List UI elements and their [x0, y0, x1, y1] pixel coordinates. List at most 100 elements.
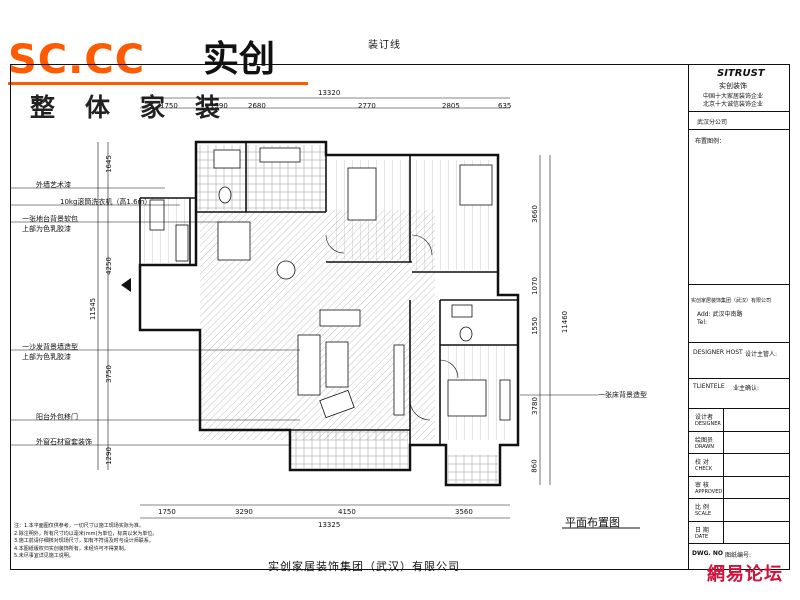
bed-2 [347, 167, 377, 221]
lounge-chair [319, 389, 355, 419]
toilet-2 [459, 326, 473, 342]
coffee-table [325, 341, 349, 388]
dim-right-4: 3780 [530, 397, 539, 415]
title-block-row-divider [723, 431, 724, 453]
furniture [149, 147, 511, 421]
motto-1: 中国十大家居装饰企业 [703, 93, 764, 100]
title-block-row-divider [723, 521, 724, 543]
logo-chinese: 实创 [203, 39, 276, 80]
bed-3 [459, 164, 493, 206]
sheet-border [10, 64, 790, 570]
annotation-exterior-paint: 外墙艺术漆 [36, 181, 71, 189]
note-line: 注：1.本平面图仅供参考，一切尺寸以施工现场实际为准。 [14, 523, 144, 529]
project-tel: Tel: [697, 319, 708, 326]
leader-lines [10, 187, 598, 446]
dim-right-3: 1550 [530, 317, 539, 335]
branch-label: 武汉分公司 [697, 119, 728, 126]
note-line: 3.施工前请仔细核对现场尺寸，如有不符请及时与设计师联系。 [14, 538, 154, 544]
designer-host-row: DESIGNER HOST 设计主管人: [689, 342, 790, 378]
dimension-lines [97, 97, 551, 519]
entry-arrow [121, 278, 131, 292]
dim-bottom-4: 3560 [455, 508, 473, 516]
title-block-row-en: DRAWN [695, 443, 714, 450]
dim-left-3: 3750 [104, 365, 113, 383]
dim-left-1: 1645 [104, 155, 113, 173]
sofa [297, 334, 321, 396]
washing-machine [149, 199, 165, 231]
dim-left-2: 4250 [104, 257, 113, 275]
title-block-row-divider [723, 409, 724, 431]
client-cn: 业主确认: [733, 385, 760, 392]
dim-right-overall: 11460 [561, 310, 570, 334]
title-block-row-cn: 设计者 [695, 414, 714, 421]
client-row: TLIENTELE 业主确认: [689, 378, 790, 408]
company-name-cn: 实创装饰 [719, 82, 747, 90]
balcony-floor [290, 430, 408, 468]
title-block-row-en: APPROVED [695, 488, 723, 495]
note-line: 4.本图纸版权归实创装饰所有，未经许可不得复制。 [14, 545, 129, 552]
title-block-row-cn: 比 例 [695, 504, 709, 511]
brand-name: SITRUST [717, 68, 765, 79]
door-swings [325, 234, 459, 421]
dim-bottom-3: 4150 [338, 508, 356, 516]
dining-table [217, 221, 251, 261]
dim-bottom-1: 1750 [158, 508, 176, 516]
footer-company: 实创家居装饰集团（武汉）有限公司 [268, 560, 460, 573]
dim-bottom-overall: 13325 [318, 521, 341, 529]
notes: 注：1.本平面图仅供参考，一切尺寸以施工现场实际为准。 2.除注明外，所有尺寸均… [14, 523, 284, 561]
project-group: 实创家居装饰集团（武汉）有限公司 [691, 298, 772, 304]
dwg-row: DWG. NO 图纸编号: [689, 543, 790, 570]
project-address: Add: 武汉中南路 [697, 311, 743, 318]
logo-divider [8, 82, 308, 85]
plan-title: 平面布置图 [565, 516, 620, 529]
logo-text: SC.CC [8, 37, 146, 83]
note-line: 5.未尽事宜详见施工说明。 [14, 553, 74, 559]
branch-row: 武汉分公司 [689, 111, 790, 129]
annotation-window-trim: 外窗石材窗套装饰 [36, 438, 92, 446]
project-row: 实创家居装饰集团（武汉）有限公司 Add: 武汉中南路 Tel: [689, 284, 790, 342]
dim-right-2: 1070 [530, 277, 539, 295]
floor-plan-drawing [10, 97, 640, 529]
binding-line-label: 装订线 [368, 40, 401, 51]
dwg-no-en: DWG. NO [692, 550, 724, 557]
dim-top-1: 1750 [160, 102, 178, 110]
title-block-row-divider [723, 499, 724, 521]
toilet [218, 186, 232, 204]
title-block-row-divider [723, 476, 724, 498]
dim-top-2: 1590 [210, 102, 228, 110]
dim-top-4: 2770 [358, 102, 376, 110]
annotation-platform-backdrop: 一张地台背景软包 [22, 215, 78, 223]
outer-walls [138, 140, 520, 487]
annotation-balcony-door: 阳台外包移门 [36, 413, 78, 421]
wardrobe [499, 379, 511, 421]
title-block-row-cn: 校 对 [695, 459, 709, 466]
title-block-row-en: DATE [695, 533, 709, 540]
title-block-row-en: SCALE [695, 511, 712, 517]
client-en: TLIENTELE [693, 383, 725, 390]
dim-top-3: 2680 [248, 102, 266, 110]
dim-right-5: 860 [530, 459, 539, 473]
inner-walls [139, 142, 518, 445]
dim-top-overall: 13320 [318, 89, 341, 97]
dim-bottom-2: 3290 [235, 508, 253, 516]
plant [276, 260, 296, 280]
annotation-sofa-wall: 一沙发背景墙造型 [22, 343, 78, 351]
note-line: 2.除注明外，所有尺寸均以毫米(mm)为单位，标高以米为单位。 [14, 530, 158, 537]
armchair [319, 309, 361, 327]
designer-host-en: DESIGNER HOST [693, 349, 743, 356]
dim-top-5: 2805 [442, 102, 460, 110]
sink [451, 304, 473, 318]
annotation-upper-paint-2: 上部为色乳胶漆 [22, 353, 71, 361]
title-block-row-cn: 绘图员 [695, 436, 714, 444]
index-label: 布置图例： [695, 138, 726, 145]
master-bed [447, 379, 487, 417]
annotation-upper-paint-1: 上部为色乳胶漆 [22, 225, 71, 233]
annotation-bed-backdrop: 一张床背景造型 [598, 391, 647, 399]
tv-cabinet [393, 344, 405, 416]
title-block: SITRUST 实创装饰 中国十大家居装饰企业 北京十大诚信装饰企业 武汉分公司… [688, 64, 790, 570]
